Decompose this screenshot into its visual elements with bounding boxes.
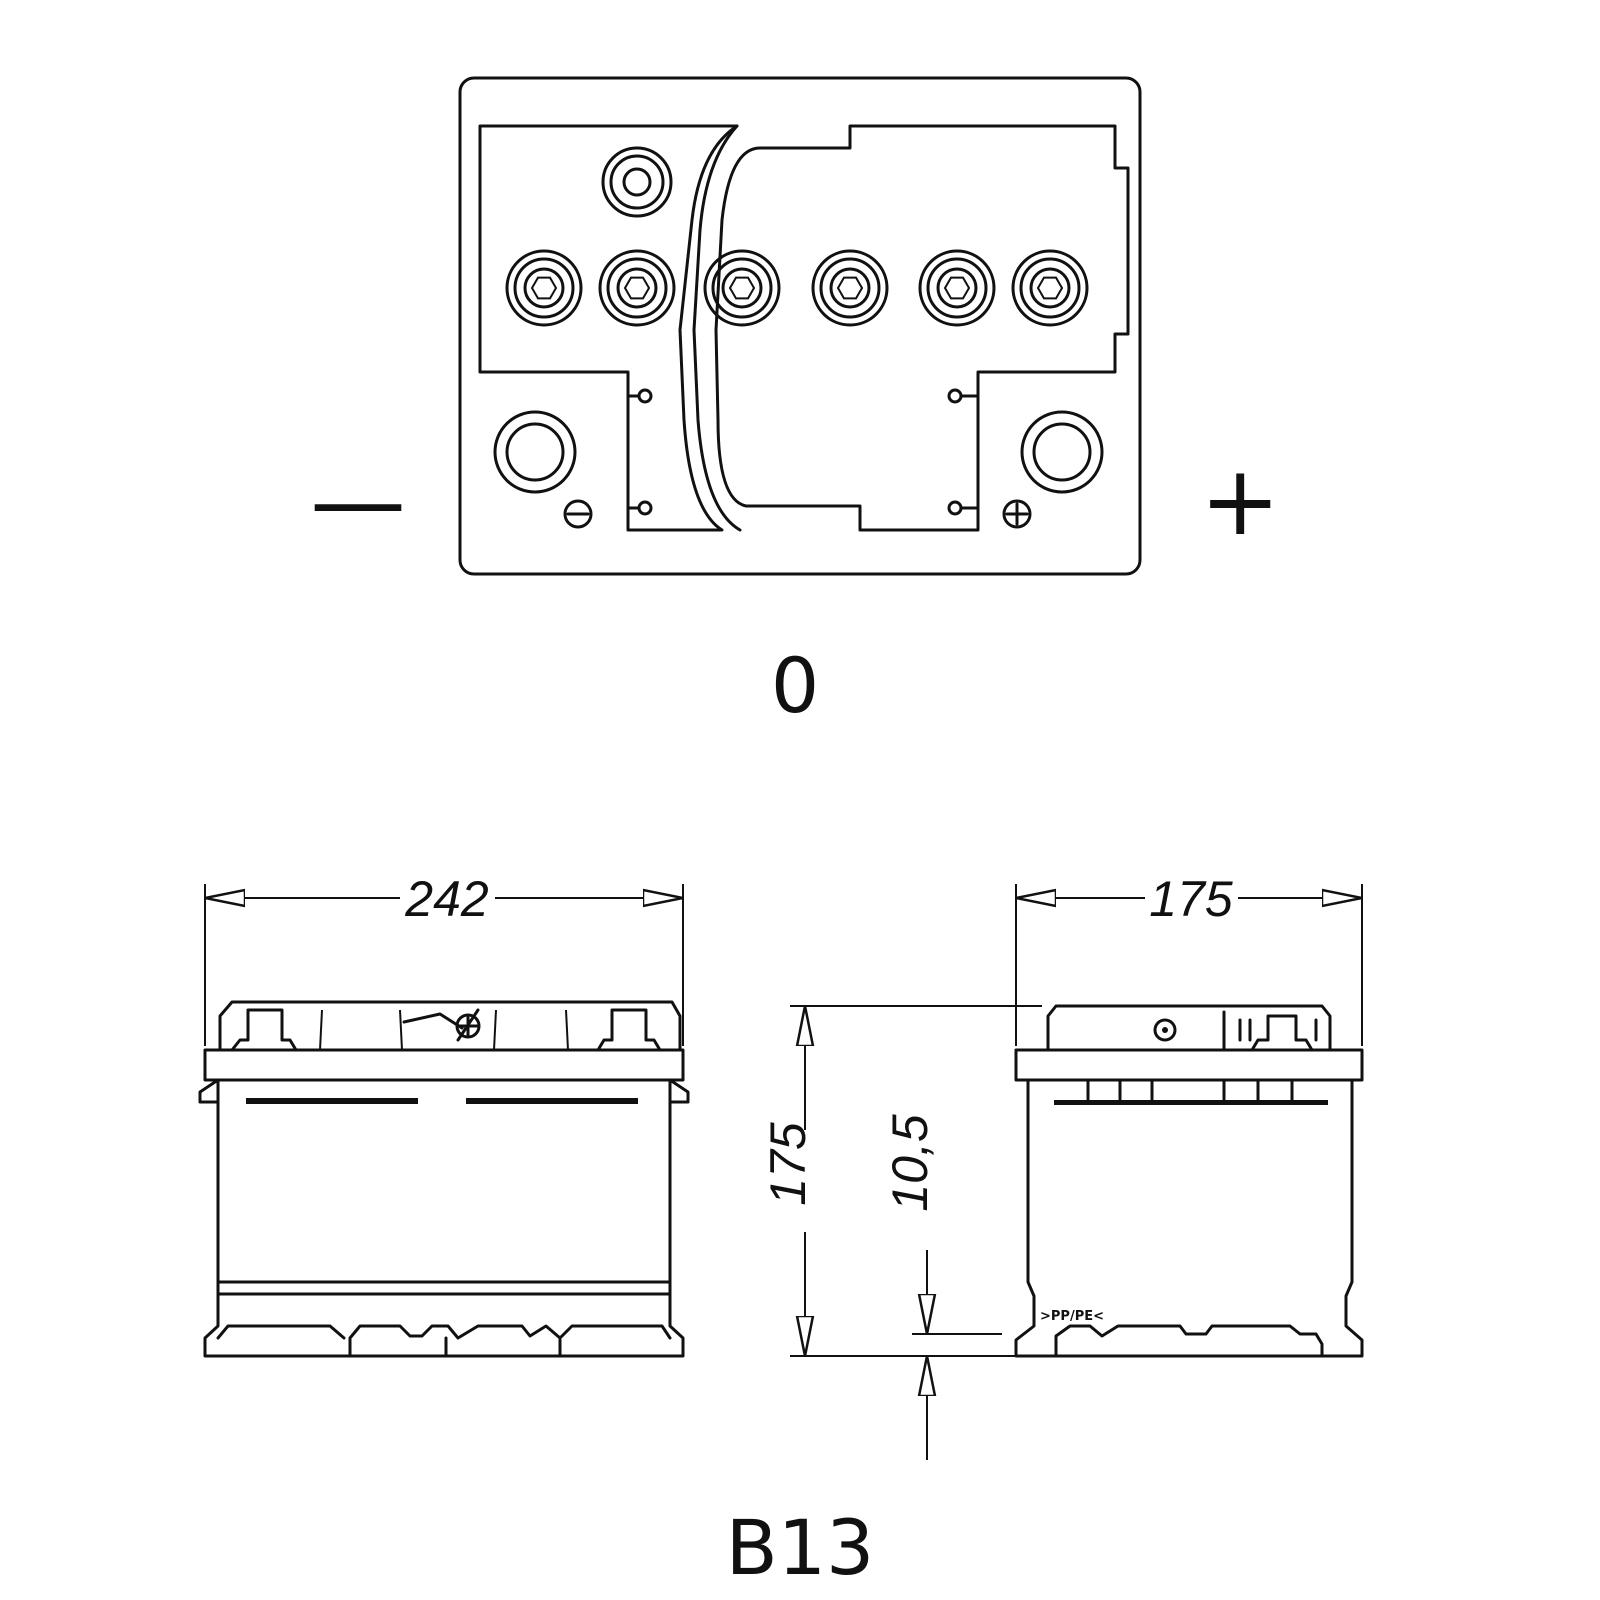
negative-symbol: — bbox=[310, 445, 406, 557]
hold-down-label: 10,5 bbox=[882, 1114, 938, 1212]
lid-pins bbox=[626, 388, 980, 516]
side-lid bbox=[1046, 1004, 1332, 1052]
cell-cap-6 bbox=[1011, 249, 1089, 327]
battery-top-view: — + 0 bbox=[310, 76, 1280, 730]
side-vent-icon bbox=[1153, 1018, 1177, 1042]
front-handle-clip bbox=[402, 1008, 481, 1042]
cell-cap-3 bbox=[703, 249, 781, 327]
front-lid-rim bbox=[203, 1048, 685, 1082]
cell-cap-2 bbox=[598, 249, 676, 327]
side-lid-rim bbox=[1014, 1048, 1364, 1082]
positive-symbol: + bbox=[1200, 445, 1280, 557]
hold-down-dimension: 10,5 bbox=[882, 1114, 1002, 1460]
lid-outline bbox=[458, 76, 1142, 576]
front-positive-post bbox=[596, 1008, 662, 1052]
front-lid bbox=[218, 1000, 682, 1052]
vent-cap bbox=[601, 146, 673, 218]
base-code: B13 bbox=[726, 1503, 875, 1592]
battery-front-view bbox=[198, 1000, 690, 1358]
positive-terminal bbox=[1020, 410, 1104, 494]
height-dimension: 175 bbox=[760, 1005, 1042, 1357]
layout-code: 0 bbox=[771, 641, 819, 730]
front-body bbox=[203, 1078, 685, 1358]
battery-side-view: >PP/PE< bbox=[1014, 1004, 1364, 1358]
length-label: 242 bbox=[404, 871, 489, 927]
side-body bbox=[1014, 1078, 1364, 1358]
width-dimension: 175 bbox=[1015, 871, 1363, 1046]
lid-inner-right-panel bbox=[714, 124, 1130, 532]
height-label: 175 bbox=[760, 1122, 816, 1206]
front-base-ribs bbox=[216, 1324, 672, 1358]
cell-cap-1 bbox=[505, 249, 583, 327]
length-dimension: 242 bbox=[204, 871, 684, 1046]
cell-cap-4 bbox=[811, 249, 889, 327]
case-material-marking: >PP/PE< bbox=[1040, 1309, 1104, 1324]
lid-carry-channel bbox=[692, 124, 742, 532]
cell-cap-5 bbox=[918, 249, 996, 327]
lid-inner-left-panel bbox=[478, 124, 739, 532]
negative-terminal bbox=[493, 410, 577, 494]
cell-caps bbox=[505, 249, 1089, 327]
negative-mark-icon bbox=[563, 499, 593, 529]
side-terminal-post bbox=[1250, 1014, 1314, 1052]
width-label: 175 bbox=[1149, 871, 1233, 927]
front-negative-post bbox=[230, 1008, 298, 1052]
positive-mark-icon bbox=[1002, 499, 1032, 529]
side-ribs bbox=[1086, 1078, 1294, 1104]
side-base-ribs bbox=[1054, 1324, 1324, 1358]
